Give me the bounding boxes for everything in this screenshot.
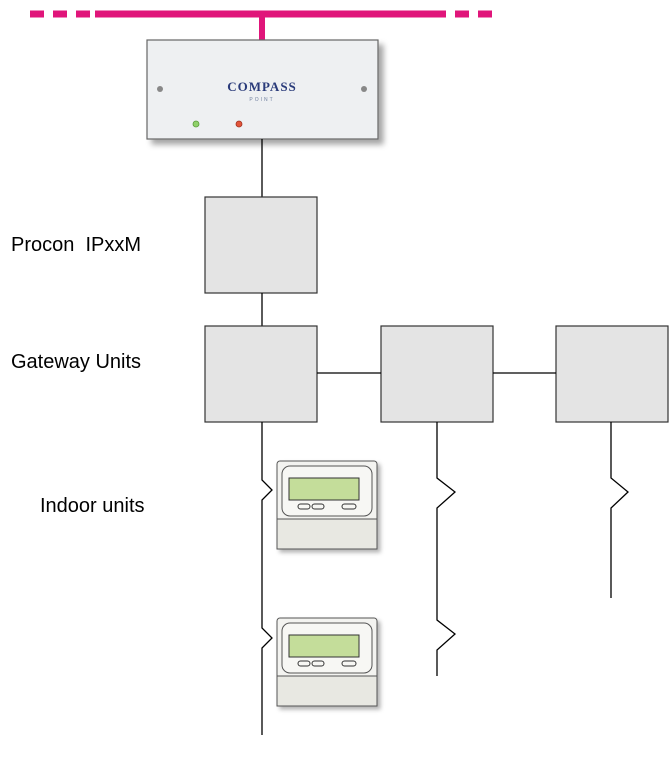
status-led-green (192, 120, 200, 128)
lcd-screen (288, 477, 360, 501)
remote-controller-icon (276, 617, 378, 707)
label-procon: Procon IPxxM (11, 234, 142, 256)
compass-logo-text: COMPASS (227, 79, 297, 94)
gateway-box-1 (204, 325, 318, 423)
lcd-screen (288, 634, 360, 658)
indoor-bus-line-1 (261, 422, 273, 735)
gateway-box-2 (380, 325, 494, 423)
label-gateway-units: Gateway Units (11, 351, 142, 373)
remote-controller-icon (276, 460, 378, 550)
gateway-box-3 (555, 325, 669, 423)
procon-box (204, 196, 318, 294)
indoor-bus-line-2 (436, 422, 457, 676)
indoor-bus-line-3 (610, 422, 629, 598)
compass-controller-icon: COMPASS POINT (146, 39, 379, 140)
compass-logo-subtext: POINT (249, 97, 274, 103)
network-bus-icon (30, 10, 495, 40)
status-led-red (235, 120, 243, 128)
label-indoor-units: Indoor units (40, 495, 145, 517)
